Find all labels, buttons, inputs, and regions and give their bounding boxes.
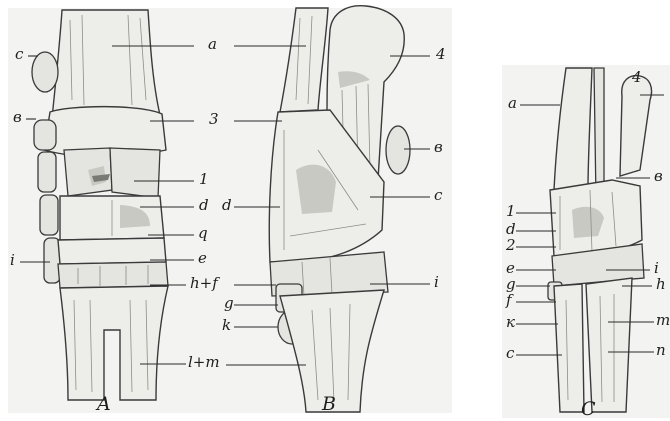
label-a-hf: h+f bbox=[190, 276, 218, 291]
label-a-q: q bbox=[198, 226, 208, 241]
label-a-1: 1 bbox=[199, 172, 209, 187]
label-b-i: i bbox=[434, 275, 439, 290]
label-c-1: 1 bbox=[506, 204, 516, 219]
label-c-d: d bbox=[506, 222, 516, 237]
panel-c-label: C bbox=[581, 400, 596, 419]
label-c-i: i bbox=[654, 261, 659, 276]
label-a-lm: l+m bbox=[188, 355, 220, 370]
label-c-g: g bbox=[506, 277, 516, 292]
label-c-c: c bbox=[506, 346, 514, 361]
panel-a-label: A bbox=[97, 395, 111, 414]
label-c-2: 2 bbox=[506, 238, 516, 253]
label-a-3: 3 bbox=[209, 112, 219, 127]
label-c-n: n bbox=[656, 343, 666, 358]
label-b-g: g bbox=[224, 296, 234, 311]
label-c-e: e bbox=[506, 261, 515, 276]
label-c-f: f bbox=[506, 293, 512, 308]
label-b-c: c bbox=[434, 188, 442, 203]
panel-b-label: B bbox=[322, 395, 336, 414]
label-c-4: 4 bbox=[632, 70, 642, 85]
label-a-d: d bbox=[199, 198, 209, 213]
label-c-h: h bbox=[656, 277, 666, 292]
label-b-v: в bbox=[434, 140, 443, 155]
label-c-v: в bbox=[654, 169, 663, 184]
label-b-d: d bbox=[222, 198, 232, 213]
label-b-k: k bbox=[222, 318, 231, 333]
label-c-m: m bbox=[656, 313, 670, 328]
label-b-4: 4 bbox=[436, 47, 446, 62]
label-c-a: a bbox=[508, 96, 517, 111]
label-a-e: e bbox=[198, 251, 207, 266]
label-a-c: c bbox=[15, 47, 23, 62]
label-a-v: в bbox=[13, 110, 22, 125]
label-c-k: к bbox=[506, 315, 515, 330]
label-a-i: i bbox=[10, 253, 15, 268]
label-a-a: a bbox=[208, 37, 217, 52]
